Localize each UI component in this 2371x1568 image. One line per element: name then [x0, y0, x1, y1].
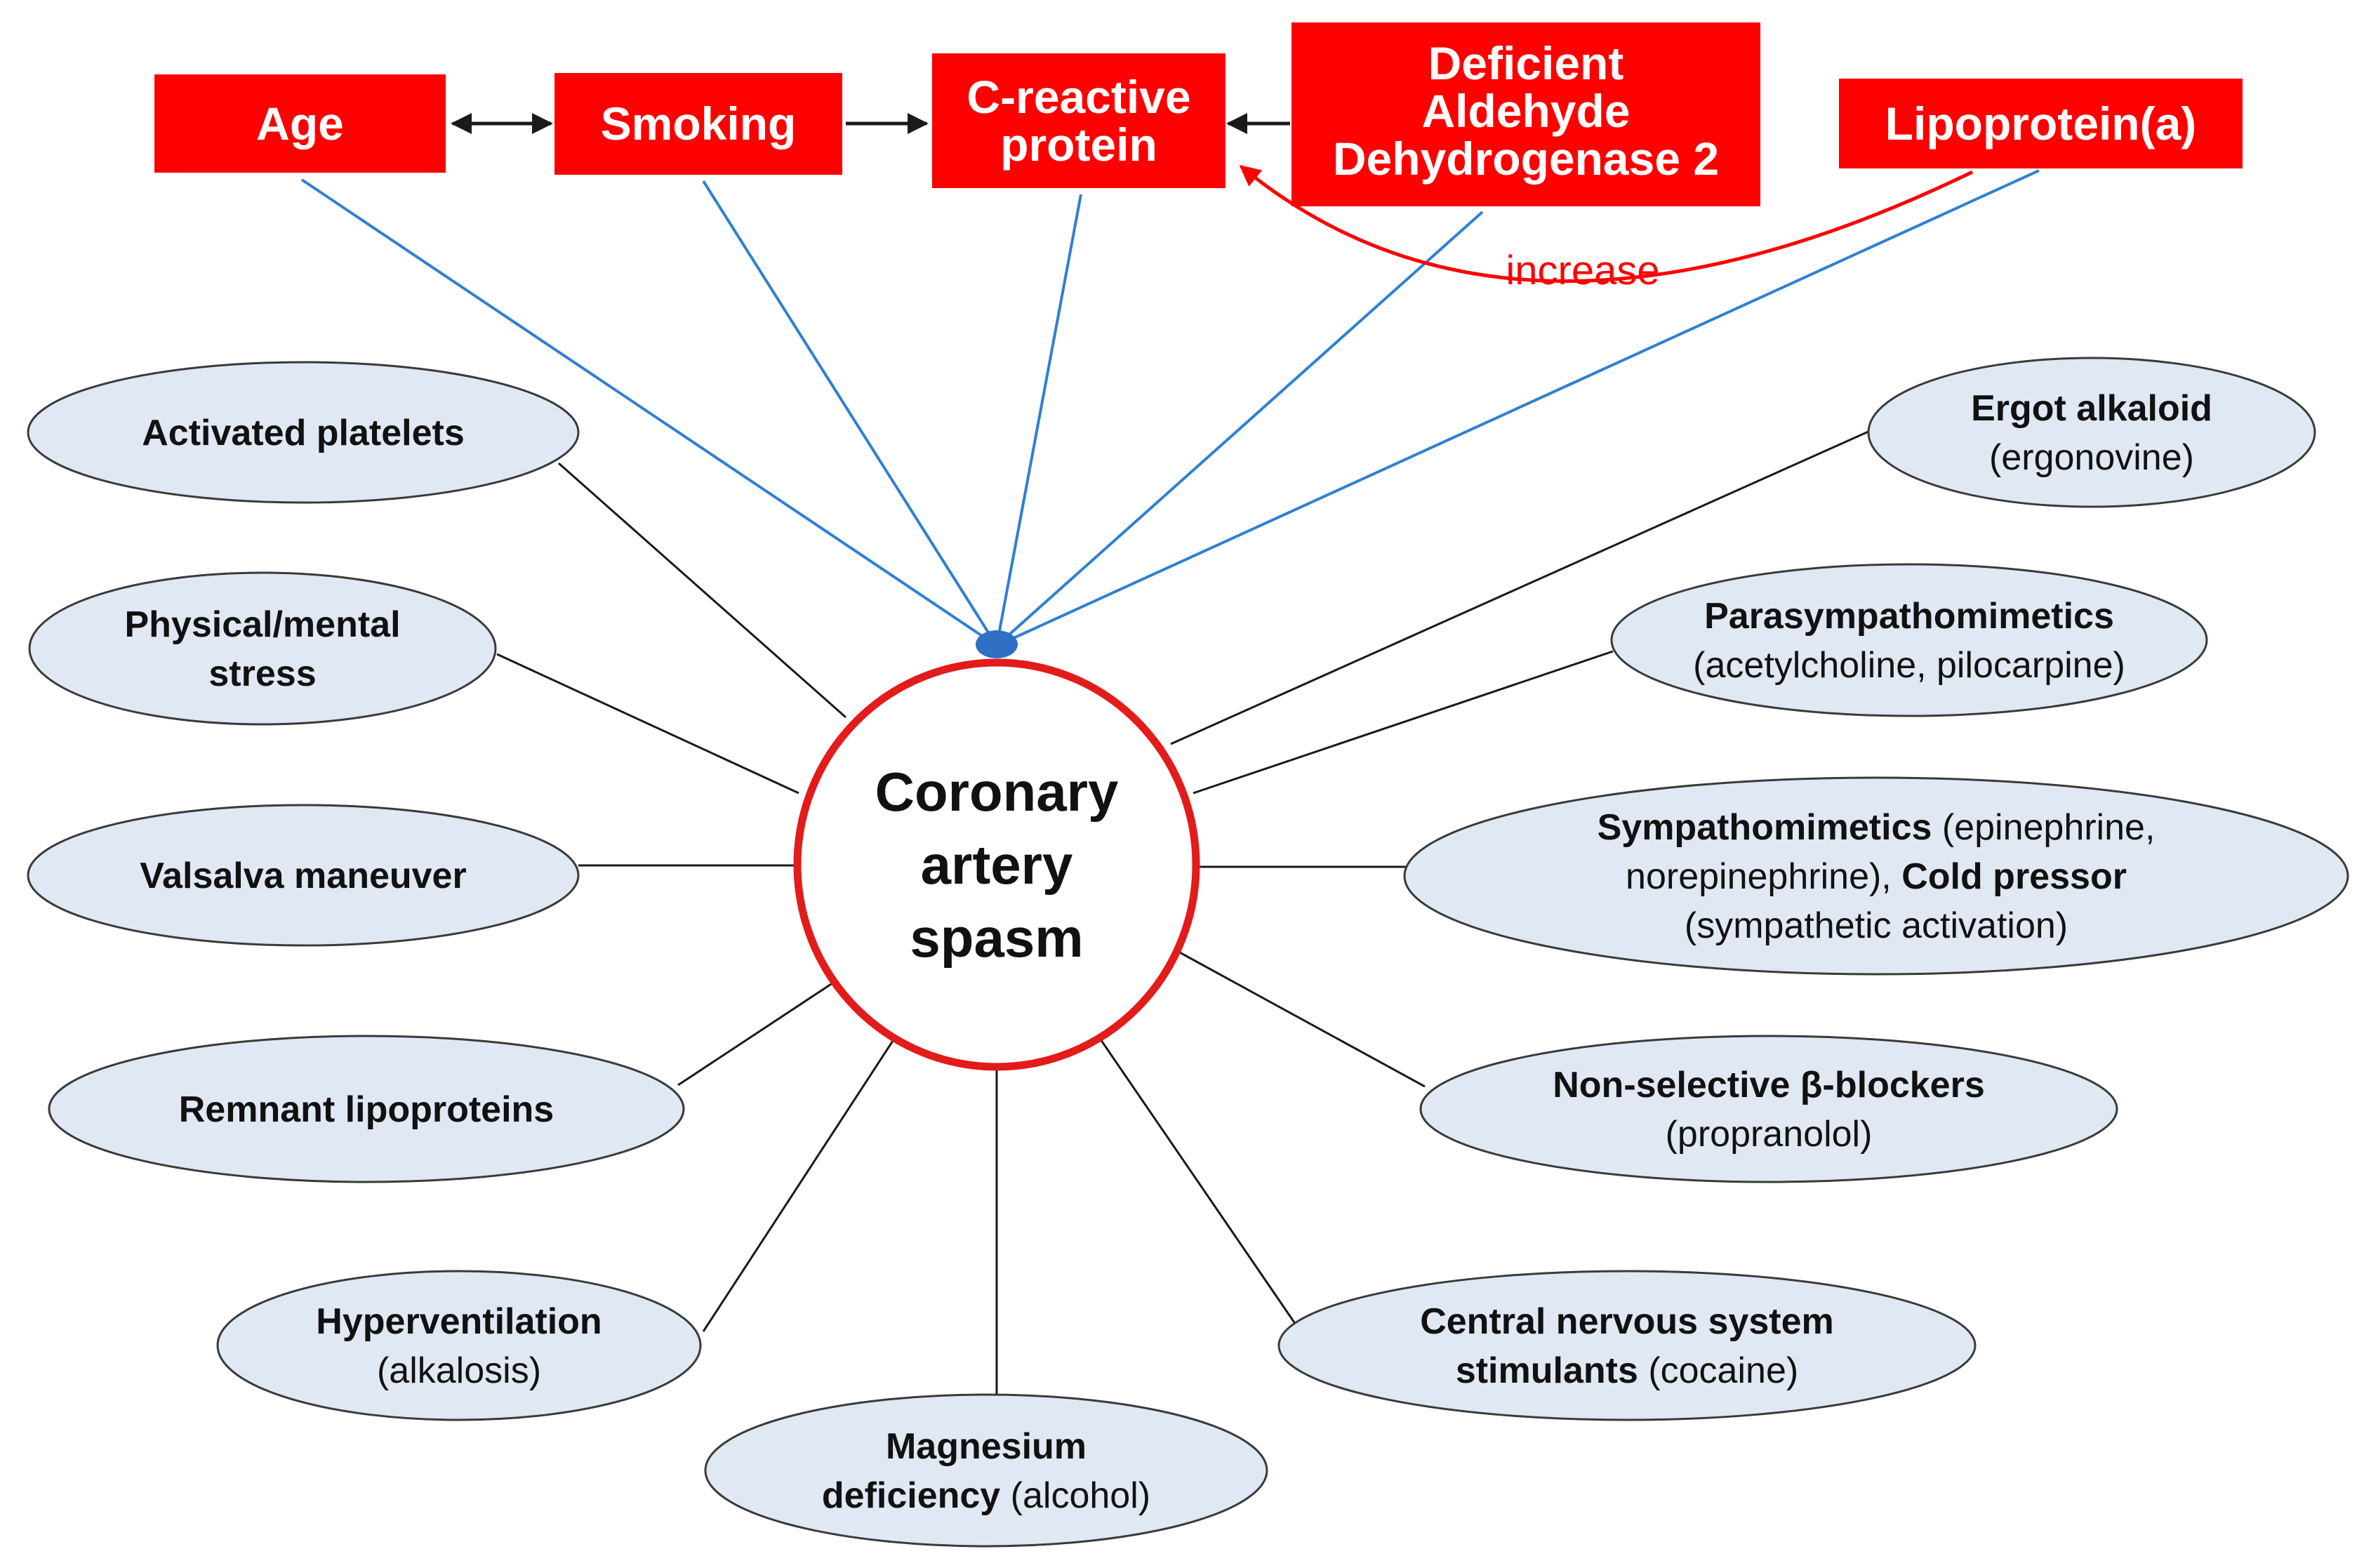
sympathomimetics-oval: Sympathomimetics (epinephrine,norepineph…: [1403, 776, 2349, 976]
sympathomimetics-oval-shape: [1403, 776, 2349, 976]
lpa-box: Lipoprotein(a): [1839, 79, 2243, 168]
lpa-box-shape: [1839, 79, 2243, 168]
beta-blockers-oval-shape: [1419, 1035, 2118, 1183]
activated-platelets-oval: Activated platelets: [27, 361, 580, 504]
beta-blockers-label: Non-selective β-blockers(propranolol): [1553, 1065, 1985, 1155]
hyperventilation-oval: Hyperventilation(alkalosis): [216, 1270, 702, 1421]
trigger-links: [496, 430, 1871, 1395]
lpa-crp-increase-arrow: [1239, 165, 1974, 283]
risk-factor-arrows: [451, 113, 1974, 283]
smoking-box-label: Smoking: [601, 98, 797, 150]
activated-platelets-oval-shape: [27, 361, 580, 504]
cns-stimulants-connector: [1080, 1010, 1297, 1325]
risk-factor-links: [300, 169, 2040, 647]
cns-stimulants-oval-shape: [1277, 1270, 1977, 1421]
crp-link-line: [995, 194, 1082, 646]
smoking-box: Smoking: [554, 73, 842, 175]
hyperventilation-oval-shape: [216, 1270, 702, 1421]
ergot-alkaloid-oval-shape: [1867, 357, 2316, 508]
parasympathomimetics-label: Parasympathomimetics(acetylcholine, pilo…: [1693, 596, 2125, 686]
physical-mental-stress-oval-shape: [28, 571, 497, 726]
ergot-alkaloid-oval: Ergot alkaloid(ergonovine): [1867, 357, 2316, 508]
lpa-link-line: [996, 169, 2040, 647]
ergot-alkaloid-connector: [1170, 430, 1871, 745]
junction-dot: [976, 630, 1018, 658]
parasympathomimetics-oval-shape: [1610, 563, 2208, 717]
aldh2-box-shape: [1291, 22, 1760, 206]
smoking-link-line: [702, 180, 998, 647]
beta-blockers-connector: [1170, 946, 1426, 1088]
lpa-box-label: Lipoprotein(a): [1885, 98, 2197, 150]
parasympathomimetics-oval: Parasympathomimetics(acetylcholine, pilo…: [1610, 563, 2208, 717]
age-box: Age: [154, 74, 446, 173]
remnant-lipoproteins-oval-shape: [48, 1035, 685, 1183]
smoking-box-shape: [554, 73, 842, 175]
remnant-lipoproteins-label: Remnant lipoproteins: [179, 1089, 554, 1130]
ergot-alkaloid-label: Ergot alkaloid(ergonovine): [1971, 388, 2212, 478]
hyperventilation-connector: [702, 1010, 914, 1332]
age-box-shape: [154, 74, 446, 173]
remnant-lipoproteins-connector: [677, 971, 850, 1087]
activated-platelets-label: Activated platelets: [142, 413, 465, 453]
parasympathomimetics-connector: [1193, 650, 1614, 795]
valsalva-oval-shape: [27, 804, 580, 947]
age-box-label: Age: [256, 98, 344, 150]
magnesium-oval-shape: [704, 1393, 1268, 1548]
sympathomimetics-label: Sympathomimetics (epinephrine,norepineph…: [1598, 807, 2156, 946]
physical-mental-stress-connector: [496, 653, 799, 795]
hyperventilation-label: Hyperventilation(alkalosis): [316, 1301, 602, 1391]
increase-label: increase: [1506, 248, 1659, 293]
beta-blockers-oval: Non-selective β-blockers(propranolol): [1419, 1035, 2118, 1183]
crp-box-shape: [932, 53, 1226, 188]
activated-platelets-connector: [558, 462, 846, 719]
valsalva-oval: Valsalva maneuver: [27, 804, 580, 947]
aldh2-link-line: [995, 211, 1484, 647]
valsalva-label: Valsalva maneuver: [140, 856, 466, 896]
remnant-lipoproteins-oval: Remnant lipoproteins: [48, 1035, 685, 1183]
center-circle: [793, 658, 1200, 1071]
age-link-line: [300, 178, 998, 647]
